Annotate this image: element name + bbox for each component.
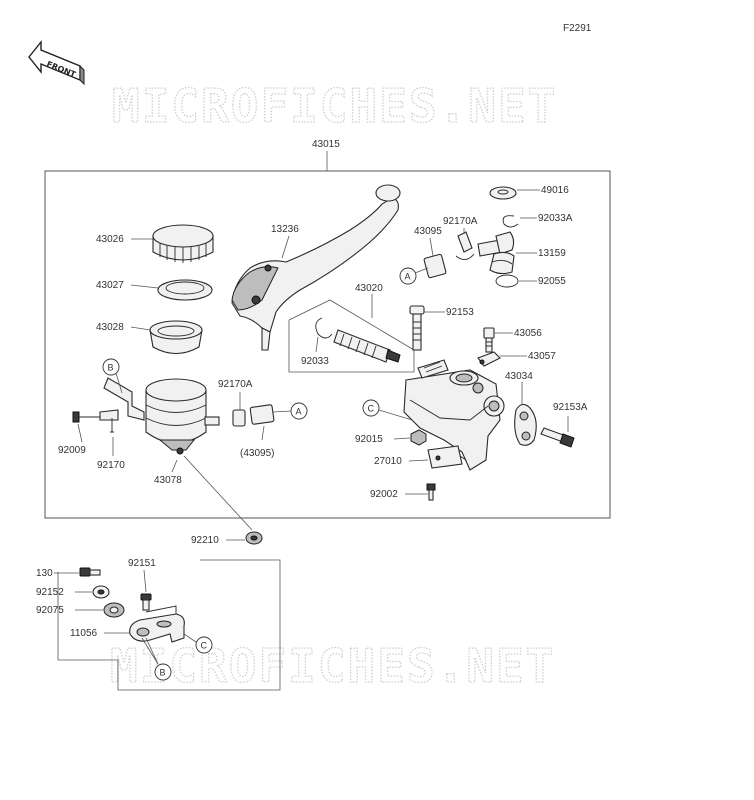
reservoir-tank — [145, 378, 220, 455]
label-43028: 43028 — [96, 322, 124, 333]
master-cylinder-body — [403, 359, 505, 471]
label-43078: 43078 — [154, 475, 182, 486]
callout-b-lower — [154, 663, 172, 681]
label-43020: 43020 — [355, 283, 383, 294]
snap-ring-92033A — [502, 215, 519, 228]
label-13236: 13236 — [271, 224, 299, 235]
callout-a-top-label: A — [405, 272, 411, 282]
o-ring-92055 — [495, 274, 519, 288]
snap-ring-92033 — [315, 317, 333, 339]
piston-assembly — [333, 329, 401, 363]
pivot-bolt — [409, 305, 425, 351]
label-92033A: 92033A — [538, 213, 573, 224]
brake-light-switch — [427, 445, 467, 469]
label-92210: 92210 — [191, 535, 219, 546]
callout-a-mid — [290, 402, 308, 420]
callout-b-upper-label: B — [108, 363, 114, 373]
callout-c-body-label: C — [368, 404, 375, 414]
hose-clamp-top — [455, 231, 475, 260]
clamp-bolt — [540, 427, 575, 448]
label-92170A-mid: 92170A — [218, 379, 253, 390]
watermark-top: MICROFICHES.NET — [112, 79, 557, 133]
watermark-bottom: MICROFICHES.NET — [110, 639, 555, 693]
label-49016: 49016 — [541, 185, 569, 196]
reservoir-bracket — [99, 377, 145, 433]
label-43056: 43056 — [514, 328, 542, 339]
label-13159: 13159 — [538, 248, 566, 259]
label-92075: 92075 — [36, 605, 64, 616]
collar-92075 — [103, 602, 125, 618]
bleeder-cap — [477, 351, 501, 367]
callout-c-lower — [195, 636, 213, 654]
label-130: 130 — [36, 568, 53, 579]
callout-c-body — [362, 399, 380, 417]
lower-group-frame — [57, 559, 281, 691]
label-43034: 43034 — [505, 371, 533, 382]
label-43095: 43095 — [414, 226, 442, 237]
screw-92151 — [140, 593, 152, 611]
diaphragm — [149, 320, 203, 355]
label-92002: 92002 — [370, 489, 398, 500]
callout-b-upper — [102, 358, 120, 376]
cap-49016 — [489, 186, 517, 200]
figure-code: F2291 — [563, 23, 592, 34]
grommet-92210 — [245, 531, 263, 545]
label-43026: 43026 — [96, 234, 124, 245]
label-92153A: 92153A — [553, 402, 588, 413]
label-92033: 92033 — [301, 356, 329, 367]
label-92152: 92152 — [36, 587, 64, 598]
diaphragm-plate — [157, 279, 213, 301]
callout-c-lower-label: C — [201, 641, 208, 651]
assembly-label: 43015 — [312, 139, 340, 150]
hose-segment-top — [423, 253, 447, 279]
elbow-fitting — [477, 231, 515, 275]
label-11056: 11056 — [70, 628, 98, 639]
label-92151: 92151 — [128, 558, 156, 569]
hose-clamp-mid — [232, 409, 246, 427]
label-92055: 92055 — [538, 276, 566, 287]
label-92153: 92153 — [446, 307, 474, 318]
label-92170: 92170 — [97, 460, 125, 471]
callout-b-lower-label: B — [160, 668, 166, 678]
label-92015: 92015 — [355, 434, 383, 445]
bolt-130 — [79, 567, 101, 577]
label-43057: 43057 — [528, 351, 556, 362]
label-27010: 27010 — [374, 456, 402, 467]
label-92009: 92009 — [58, 445, 86, 456]
hose-segment-mid — [249, 404, 275, 425]
bracket-screw — [72, 411, 100, 423]
washer-92152 — [92, 585, 110, 599]
brake-lever — [231, 184, 401, 351]
label-43095-ref: (43095) — [240, 448, 274, 459]
label-43027: 43027 — [96, 280, 124, 291]
callout-a-top — [399, 267, 417, 285]
bleeder-valve — [483, 327, 495, 353]
callout-a-mid-label: A — [296, 407, 302, 417]
reservoir-stay-11056 — [129, 605, 185, 643]
front-arrow-icon: FRONT — [28, 40, 85, 86]
switch-screw — [426, 483, 436, 501]
pivot-nut — [410, 429, 427, 446]
assembly-frame — [44, 170, 611, 519]
handlebar-clamp — [514, 403, 537, 446]
label-92170A-top: 92170A — [443, 216, 478, 227]
reservoir-cap — [152, 224, 214, 263]
